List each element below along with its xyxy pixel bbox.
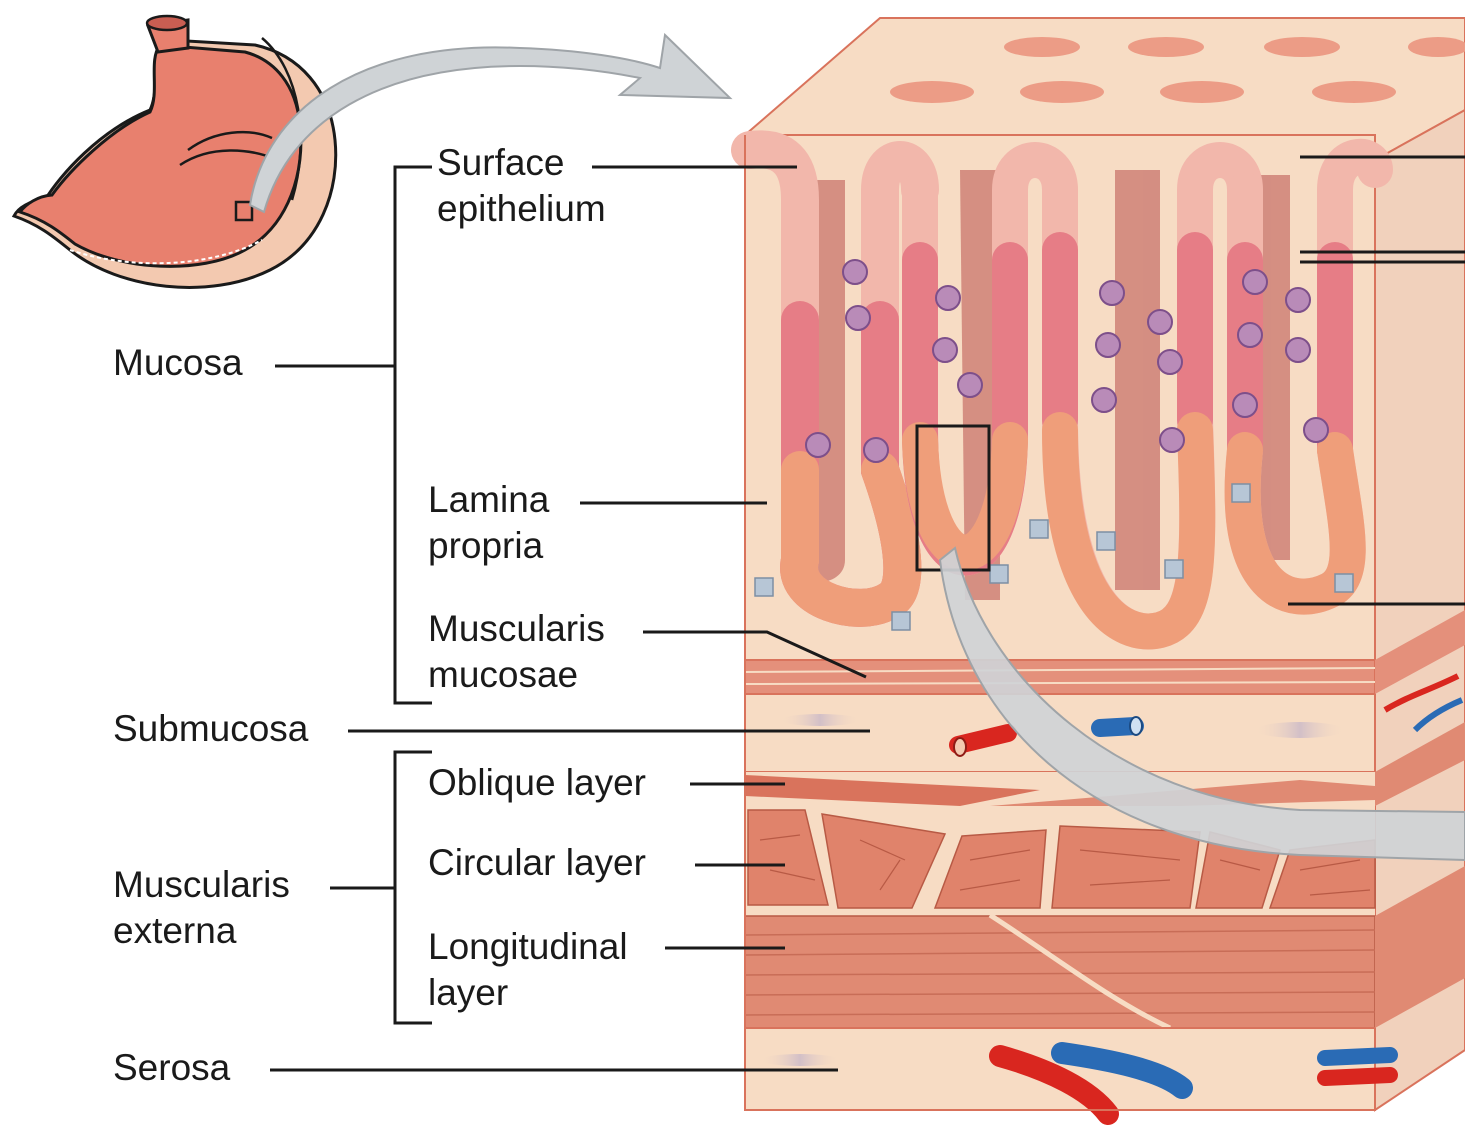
artery-segment xyxy=(1325,1075,1390,1078)
label-mucosa: Mucosa xyxy=(113,340,243,386)
pit-opening xyxy=(1004,37,1080,57)
parietal-cell xyxy=(1304,418,1328,442)
parietal-cell xyxy=(1092,388,1116,412)
parietal-cell xyxy=(846,306,870,330)
vessel-fade xyxy=(780,714,860,726)
chief-cell xyxy=(1097,532,1115,550)
parietal-cell xyxy=(1233,393,1257,417)
esophagus-opening xyxy=(147,16,187,30)
chief-cell xyxy=(755,578,773,596)
label-surface-epithelium: Surface epithelium xyxy=(437,140,606,232)
artery-opening xyxy=(954,738,966,756)
parietal-cell xyxy=(1100,281,1124,305)
label-line: Surface xyxy=(437,140,606,186)
parietal-cell xyxy=(933,338,957,362)
label-submucosa: Submucosa xyxy=(113,706,308,752)
parietal-cell xyxy=(1158,350,1182,374)
bracket-mucosa xyxy=(395,167,432,703)
label-line: Longitudinal xyxy=(428,924,628,970)
label-line: Muscularis xyxy=(113,862,290,908)
pit-opening xyxy=(1128,37,1204,57)
label-muscularis-externa: Muscularis externa xyxy=(113,862,290,954)
pit-opening xyxy=(890,81,974,103)
label-serosa: Serosa xyxy=(113,1045,230,1091)
parietal-cell xyxy=(864,438,888,462)
label-line: externa xyxy=(113,908,290,954)
chief-cell xyxy=(1232,484,1250,502)
parietal-cell xyxy=(936,286,960,310)
parietal-cell xyxy=(1243,270,1267,294)
vessel-fade xyxy=(1255,722,1345,738)
chief-cell xyxy=(1335,574,1353,592)
tissue-block xyxy=(745,18,1465,1114)
parietal-cell xyxy=(1096,333,1120,357)
pit-opening xyxy=(1264,37,1340,57)
label-lamina-propria: Lamina propria xyxy=(428,477,549,569)
label-longitudinal-layer: Longitudinal layer xyxy=(428,924,628,1016)
parietal-cell xyxy=(1286,338,1310,362)
pit-opening xyxy=(1160,81,1244,103)
parietal-cell xyxy=(843,260,867,284)
muscle-bundle xyxy=(1052,826,1200,908)
parietal-cell xyxy=(1238,323,1262,347)
label-oblique-layer: Oblique layer xyxy=(428,760,646,806)
chief-cell xyxy=(1030,520,1048,538)
label-circular-layer: Circular layer xyxy=(428,840,646,886)
pit-opening xyxy=(1020,81,1104,103)
bracket-muscularis-externa xyxy=(395,752,432,1023)
vein-opening xyxy=(1130,717,1142,735)
vessel-fade xyxy=(760,1054,840,1066)
label-muscularis-mucosae: Muscularis mucosae xyxy=(428,606,605,698)
label-line: epithelium xyxy=(437,186,606,232)
label-line: mucosae xyxy=(428,652,605,698)
chief-cell xyxy=(892,612,910,630)
stomach-body xyxy=(20,45,301,266)
chief-cell xyxy=(990,565,1008,583)
label-line: propria xyxy=(428,523,549,569)
parietal-cell xyxy=(1160,428,1184,452)
gland-lumen xyxy=(1115,170,1160,590)
parietal-cell xyxy=(958,373,982,397)
label-line: Muscularis xyxy=(428,606,605,652)
chief-cell xyxy=(1165,560,1183,578)
label-line: layer xyxy=(428,970,628,1016)
parietal-cell xyxy=(1148,310,1172,334)
vein-segment xyxy=(1325,1055,1390,1058)
label-line: Lamina xyxy=(428,477,549,523)
parietal-cell xyxy=(1286,288,1310,312)
pit-opening xyxy=(1312,81,1396,103)
parietal-cell xyxy=(806,433,830,457)
